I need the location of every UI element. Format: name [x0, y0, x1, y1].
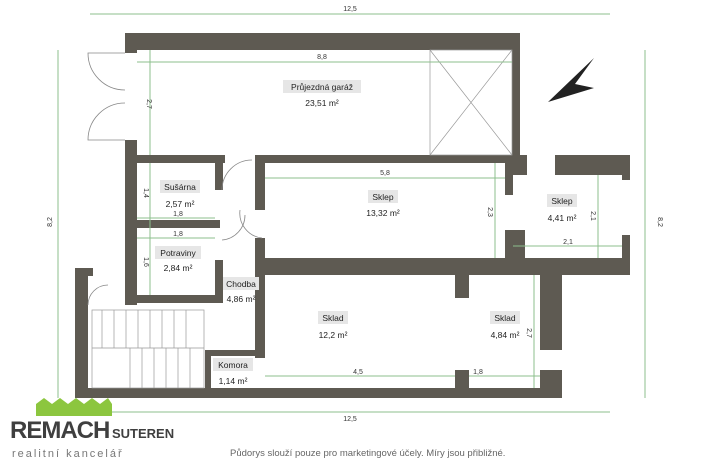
dim-bottom: 12,5: [343, 416, 357, 423]
room-area: 4,41 m²: [548, 213, 577, 223]
wall: [512, 33, 520, 155]
wall: [455, 370, 469, 392]
dim-right: 8,2: [656, 217, 663, 227]
dim-sklep-w: 5,8: [380, 170, 390, 177]
wall: [125, 155, 137, 305]
dimension-labels: 12,5 12,5 8,2 8,2 8,8 2,7 5,8 2,3 1,4 1,…: [47, 6, 663, 423]
staircase: [91, 309, 205, 389]
room-name: Sklep: [551, 196, 573, 206]
wall: [255, 258, 630, 275]
north-arrow-icon: [548, 58, 594, 102]
disclaimer: Půdorys slouží pouze pro marketingové úč…: [230, 448, 506, 459]
logo-tagline: realitní kancelář: [12, 448, 124, 460]
dim-sklad2-h: 2,7: [525, 328, 532, 338]
wall: [125, 220, 220, 228]
room-name: Sklad: [322, 313, 344, 323]
logo-subname: SUTEREN: [112, 426, 175, 441]
garage-door: [87, 52, 126, 91]
wall: [622, 155, 630, 180]
room-name: Potraviny: [160, 248, 196, 258]
dim-potraviny-h: 1,6: [142, 257, 149, 267]
room-name: Komora: [218, 360, 248, 370]
dim-susarna-h: 1,4: [142, 188, 149, 198]
dim-potraviny-w: 1,8: [173, 231, 183, 238]
wall: [255, 238, 265, 358]
room-area: 13,32 m²: [366, 208, 400, 218]
dim-sklad2-w: 1,8: [473, 369, 483, 376]
wall: [555, 155, 630, 175]
wall: [215, 160, 223, 190]
room-name: Průjezdná garáž: [291, 82, 353, 92]
room-area: 1,14 m²: [219, 376, 248, 386]
wall: [505, 175, 513, 195]
wall: [205, 350, 265, 356]
room-area: 4,86 m²: [227, 294, 256, 304]
dim-susarna-w: 1,8: [173, 211, 183, 218]
wall: [505, 155, 527, 175]
room-area: 12,2 m²: [319, 330, 348, 340]
wall: [125, 155, 225, 163]
wall: [125, 33, 137, 53]
logo-name: REMACH: [10, 417, 110, 444]
wall: [75, 268, 88, 398]
wall: [255, 160, 265, 210]
doors: [87, 49, 513, 306]
room-name: Sklad: [494, 313, 516, 323]
room-area: 4,84 m²: [491, 330, 520, 340]
room-area: 2,57 m²: [166, 199, 195, 209]
wall: [455, 270, 469, 298]
dim-sklep2-w: 2,1: [563, 239, 573, 246]
dim-garage-h: 2,7: [145, 99, 152, 109]
walls: [75, 33, 630, 398]
room-area: 2,84 m²: [164, 263, 193, 273]
logo-houses-icon: [36, 398, 112, 416]
garage-door: [87, 102, 126, 141]
wall: [205, 350, 211, 390]
room-labels: Průjezdná garáž 23,51 m² Sušárna 2,57 m²…: [155, 80, 577, 386]
wall: [125, 33, 520, 50]
dimension-lines: [57, 13, 646, 413]
wall: [75, 268, 93, 276]
room-name: Sklep: [372, 192, 394, 202]
dim-garage-w: 8,8: [317, 54, 327, 61]
room-name: Chodba: [226, 279, 256, 289]
dim-sklep2-h: 2,1: [589, 211, 596, 221]
skylight: [429, 49, 513, 156]
wall: [505, 230, 525, 260]
wall: [622, 235, 630, 275]
wall: [125, 140, 137, 158]
wall: [255, 155, 515, 163]
wall: [540, 270, 562, 350]
wall: [215, 260, 223, 298]
wall: [75, 388, 562, 398]
wall: [125, 295, 223, 303]
dim-sklad-w: 4,5: [353, 369, 363, 376]
room-area: 23,51 m²: [305, 98, 339, 108]
dim-left: 8,2: [47, 217, 54, 227]
dim-top: 12,5: [343, 6, 357, 13]
room-name: Sušárna: [164, 182, 196, 192]
dim-sklep-h: 2,3: [486, 207, 493, 217]
